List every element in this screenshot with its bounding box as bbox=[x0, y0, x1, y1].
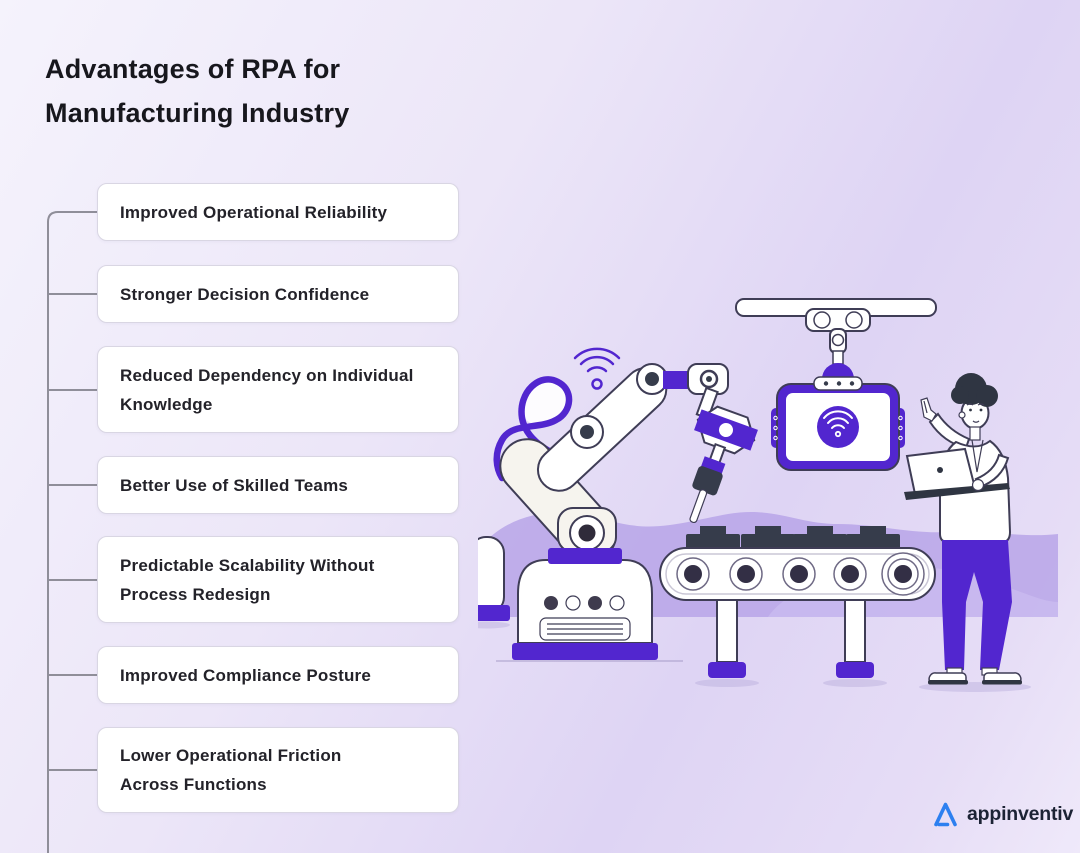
advantage-item-6: Improved Compliance Posture bbox=[97, 646, 459, 704]
pointing-hand bbox=[920, 397, 937, 422]
advantage-label: Improved Compliance Posture bbox=[120, 665, 372, 685]
page-title: Advantages of RPA for Manufacturing Indu… bbox=[45, 54, 350, 128]
advantage-item-1: Improved Operational Reliability bbox=[97, 183, 459, 241]
drill-tool bbox=[689, 386, 758, 524]
appinventiv-triangle-icon bbox=[934, 802, 957, 826]
side-machine bbox=[478, 536, 510, 629]
conveyor-items bbox=[686, 526, 900, 549]
advantage-label: Predictable Scalability Without Process … bbox=[120, 555, 375, 604]
advantage-label: Improved Operational Reliability bbox=[120, 202, 388, 222]
brand-name: appinventiv bbox=[967, 802, 1074, 825]
engineer-person bbox=[904, 373, 1031, 692]
holding-hand bbox=[971, 478, 985, 492]
wifi-icon bbox=[817, 406, 859, 448]
conveyor-belt bbox=[659, 526, 936, 687]
advantage-label: Stronger Decision Confidence bbox=[120, 284, 370, 304]
advantage-item-5: Predictable Scalability Without Process … bbox=[97, 536, 459, 623]
cable bbox=[493, 376, 573, 482]
wifi-icon bbox=[573, 347, 621, 390]
advantage-label: Reduced Dependency on Individual Knowled… bbox=[120, 365, 414, 414]
conveyor-rollers bbox=[676, 552, 925, 596]
robot-base bbox=[512, 507, 658, 660]
advantage-item-2: Stronger Decision Confidence bbox=[97, 265, 459, 323]
advantage-item-4: Better Use of Skilled Teams bbox=[97, 456, 459, 514]
factory-illustration bbox=[478, 298, 1058, 692]
advantage-label: Better Use of Skilled Teams bbox=[120, 475, 349, 495]
advantage-item-7: Lower Operational Friction Across Functi… bbox=[97, 727, 459, 813]
overhead-rail bbox=[735, 298, 937, 379]
advantage-item-3: Reduced Dependency on Individual Knowled… bbox=[97, 346, 459, 433]
smart-display bbox=[771, 376, 905, 471]
brand-logo: appinventiv bbox=[933, 798, 1073, 830]
advantage-label: Lower Operational Friction Across Functi… bbox=[120, 746, 342, 794]
